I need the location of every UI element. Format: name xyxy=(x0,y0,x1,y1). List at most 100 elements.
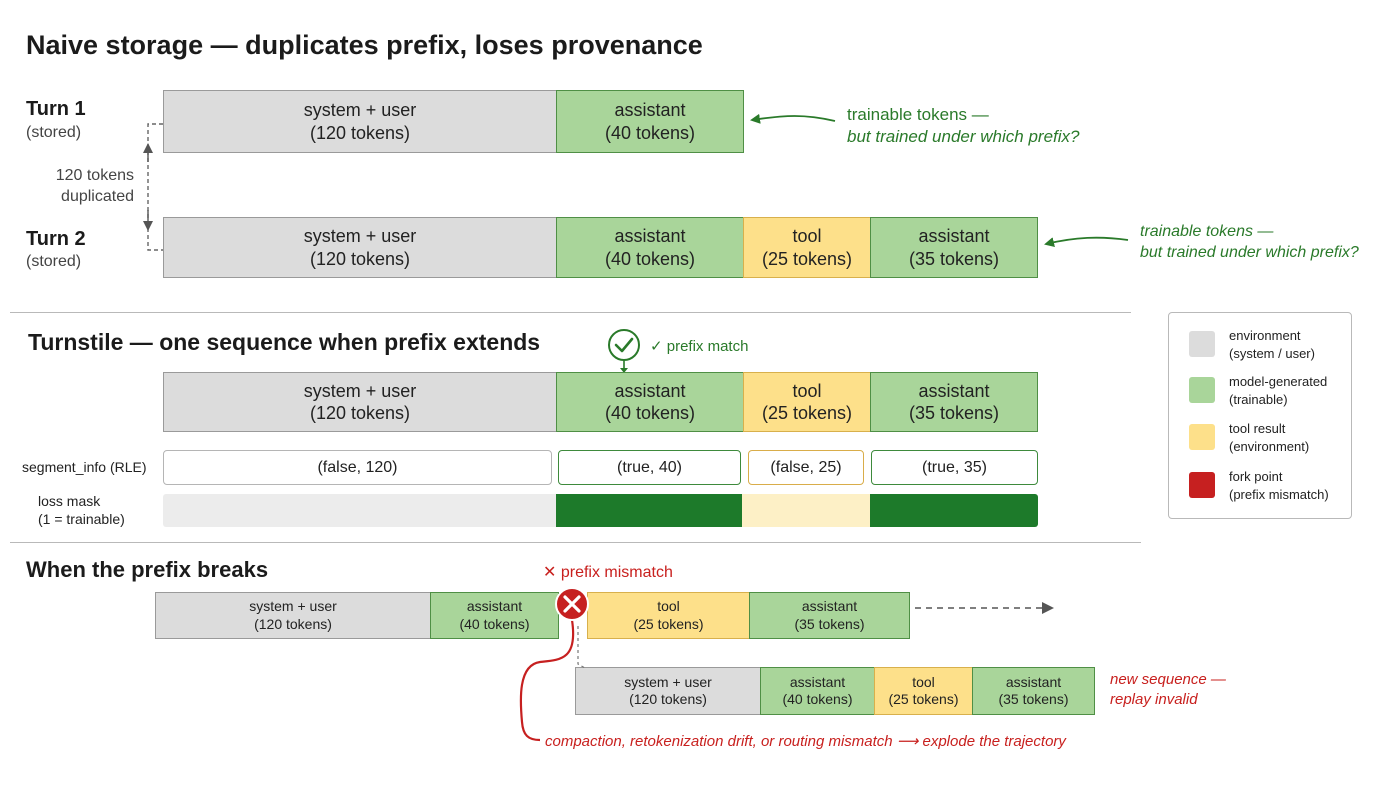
segment-count: (120 tokens) xyxy=(309,403,411,423)
segment-name: system + user xyxy=(303,226,417,246)
legend-sublabel: (trainable) xyxy=(1229,392,1288,408)
break-row2-segment-tool: tool (25 tokens) xyxy=(874,667,973,715)
turn1-segment-assistant: assistant (40 tokens) xyxy=(556,90,744,153)
loss-mask-label-line2: (1 = trainable) xyxy=(38,510,125,527)
segment-count: (120 tokens) xyxy=(309,122,411,143)
section-divider-1 xyxy=(10,312,1131,313)
legend-item-model-generated: model-generated (trainable) xyxy=(1189,373,1327,409)
legend-label: tool result xyxy=(1229,421,1286,436)
segment-info-entry: (true, 40) xyxy=(558,450,741,485)
breaks-section-title: When the prefix breaks xyxy=(26,557,269,582)
segment-name: assistant xyxy=(614,226,686,246)
segment-name: assistant xyxy=(918,226,990,246)
segment-count: (35 tokens) xyxy=(908,248,1000,269)
turn1-segment-system-user: system + user (120 tokens) xyxy=(163,90,557,153)
turnstile-segment-assistant-1: assistant (40 tokens) xyxy=(556,372,744,432)
segment-count: (25 tokens) xyxy=(633,615,704,632)
turn2-note-arrow xyxy=(1044,236,1129,247)
break-row1-segment-tool: tool (25 tokens) xyxy=(587,592,750,639)
break-row2-segment-assistant-1: assistant (40 tokens) xyxy=(760,667,875,715)
note-line2: but trained under which prefix? xyxy=(1140,243,1359,261)
legend-swatch xyxy=(1189,424,1215,450)
note-line1: trainable tokens — xyxy=(1140,223,1274,240)
legend-sublabel: (system / user) xyxy=(1229,346,1315,362)
naive-section-title: Naive storage — duplicates prefix, loses… xyxy=(26,30,703,60)
segment-name: assistant xyxy=(614,380,686,401)
segment-count: (40 tokens) xyxy=(604,248,696,269)
legend-label: model-generated xyxy=(1229,374,1328,389)
legend-item-tool-result: tool result (environment) xyxy=(1189,420,1309,456)
fork-point-x-icon xyxy=(555,587,589,621)
turn2-segment-assistant-1: assistant (40 tokens) xyxy=(556,217,744,278)
new-sequence-line1: new sequence — xyxy=(1110,671,1226,688)
segment-count: (120 tokens) xyxy=(629,691,707,707)
segment-name: tool xyxy=(657,598,680,614)
turnstile-segment-assistant-2: assistant (35 tokens) xyxy=(870,372,1038,432)
note-line2: but trained under which prefix? xyxy=(847,127,1080,147)
turnstile-segment-system-user: system + user (120 tokens) xyxy=(163,372,557,432)
segment-name: system + user xyxy=(303,380,417,401)
segment-count: (35 tokens) xyxy=(794,615,865,632)
segment-name: system + user xyxy=(624,673,712,690)
segment-name: assistant xyxy=(789,673,846,690)
legend-swatch xyxy=(1189,377,1215,403)
prefix-mismatch-label: ✕ prefix mismatch xyxy=(543,564,673,581)
loss-mask-assistant-2 xyxy=(870,494,1038,527)
loss-mask-label-line1: loss mask xyxy=(38,493,101,509)
fork-dashed-link xyxy=(577,626,586,669)
turn2-label: Turn 2 xyxy=(26,228,86,250)
segment-count: (40 tokens) xyxy=(459,615,530,632)
legend-sublabel: (prefix mismatch) xyxy=(1229,487,1329,503)
segment-name: assistant xyxy=(918,380,990,401)
segment-name: tool xyxy=(792,380,822,401)
turn1-trainable-note: trainable tokens — but trained under whi… xyxy=(847,104,1079,148)
fork-red-curve xyxy=(519,619,575,742)
segment-info-entry: (false, 120) xyxy=(163,450,552,485)
duplicated-note-line2: duplicated xyxy=(61,187,134,205)
break-row1-segment-assistant-2: assistant (35 tokens) xyxy=(749,592,910,639)
segment-name: assistant xyxy=(1005,673,1062,690)
segment-count: (25 tokens) xyxy=(761,248,853,269)
note-line1: trainable tokens — xyxy=(847,105,989,124)
duplicated-note: 120 tokens duplicated xyxy=(52,166,134,208)
break-row2-segment-assistant-2: assistant (35 tokens) xyxy=(972,667,1095,715)
cause-note: compaction, retokenization drift, or rou… xyxy=(545,733,1066,750)
segment-name: system + user xyxy=(303,100,417,120)
segment-count: (35 tokens) xyxy=(908,403,1000,423)
segment-count: (120 tokens) xyxy=(254,615,332,632)
break-row1-segment-system-user: system + user (120 tokens) xyxy=(155,592,431,639)
legend-label: environment xyxy=(1229,328,1301,343)
loss-mask-tool xyxy=(742,494,870,527)
legend-item-fork-point: fork point (prefix mismatch) xyxy=(1189,468,1329,504)
segment-count: (120 tokens) xyxy=(309,248,411,269)
segment-name: tool xyxy=(792,226,822,246)
turn1-sub: (stored) xyxy=(26,124,82,141)
turnstile-segment-tool: tool (25 tokens) xyxy=(743,372,871,432)
segment-name: tool xyxy=(912,673,935,690)
break-row1-segment-assistant-1: assistant (40 tokens) xyxy=(430,592,559,639)
turn2-segment-assistant-2: assistant (35 tokens) xyxy=(870,217,1038,278)
segment-count: (25 tokens) xyxy=(888,691,959,707)
new-sequence-note: new sequence — replay invalid xyxy=(1110,670,1226,711)
legend-swatch xyxy=(1189,472,1215,498)
segment-name: assistant xyxy=(614,100,686,120)
check-circle-icon xyxy=(608,329,640,373)
segment-info-entry: (true, 35) xyxy=(871,450,1038,485)
legend-item-environment: environment (system / user) xyxy=(1189,327,1315,363)
segment-info-label: segment_info (RLE) xyxy=(22,459,147,475)
turnstile-section-title: Turnstile — one sequence when prefix ext… xyxy=(28,329,541,355)
section-divider-2 xyxy=(10,542,1141,543)
turn2-segment-system-user: system + user (120 tokens) xyxy=(163,217,557,278)
turn1-note-arrow xyxy=(750,113,836,124)
segment-info-entry: (false, 25) xyxy=(748,450,864,485)
loss-mask-assistant-1 xyxy=(556,494,742,527)
loss-mask-label: loss mask (1 = trainable) xyxy=(38,493,125,528)
segment-count: (40 tokens) xyxy=(604,403,696,423)
segment-count: (40 tokens) xyxy=(604,122,696,143)
segment-name: system + user xyxy=(249,598,337,614)
legend-sublabel: (environment) xyxy=(1229,439,1310,455)
turn2-segment-tool: tool (25 tokens) xyxy=(743,217,871,278)
segment-count: (40 tokens) xyxy=(782,691,853,707)
